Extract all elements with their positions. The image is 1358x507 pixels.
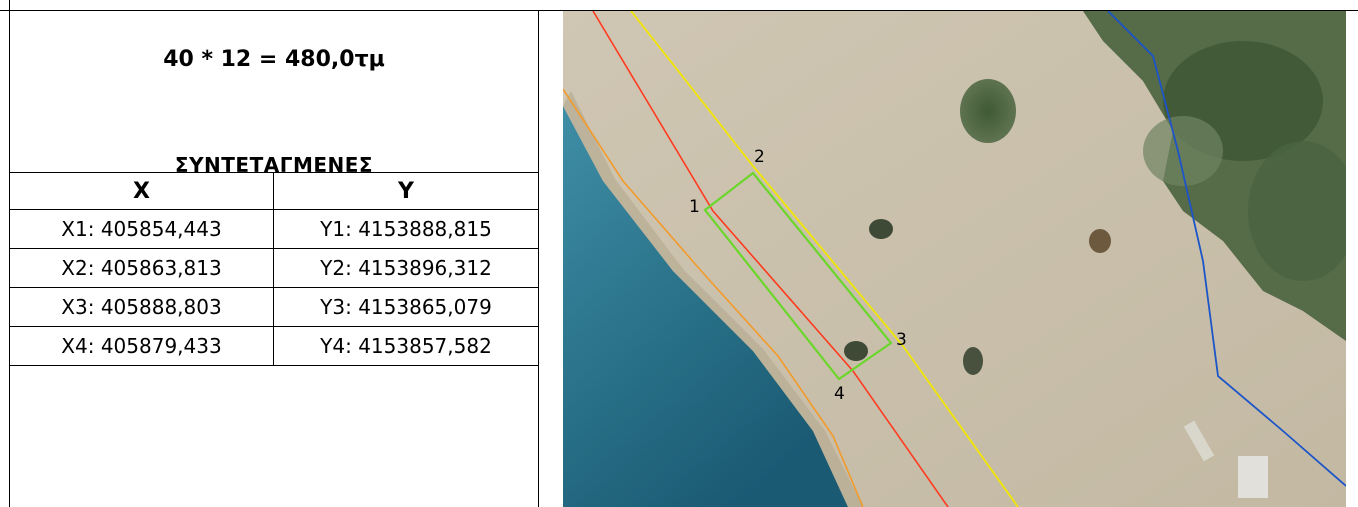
header-x: X (10, 172, 274, 210)
table-row: X1: 405854,443 Y1: 4153888,815 (10, 209, 538, 249)
vertex-label-2: 2 (754, 147, 765, 167)
vertex-label-3: 3 (896, 330, 907, 350)
y-value: Y4: 4153857,582 (273, 326, 538, 366)
vertex-label-4: 4 (834, 384, 845, 404)
vertex-label-1: 1 (689, 197, 700, 217)
structure (1183, 420, 1215, 462)
aerial-map: 1 2 3 4 (563, 11, 1346, 507)
y-value: Y3: 4153865,079 (273, 287, 538, 327)
table-row: X4: 405879,433 Y4: 4153857,582 (10, 326, 538, 366)
tree (869, 219, 893, 239)
shore-strip (563, 91, 863, 507)
red-shoreline (592, 11, 949, 507)
tree (844, 341, 868, 361)
area-label: 40 * 12 = 480,0τμ (163, 47, 385, 72)
y-value: Y2: 4153896,312 (273, 248, 538, 288)
x-value: X4: 405879,433 (10, 326, 274, 366)
tree (960, 79, 1016, 143)
table-row: X2: 405863,813 Y2: 4153896,312 (10, 248, 538, 288)
info-panel: 40 * 12 = 480,0τμ ΣΥΝΤΕΤΑΓΜΕΝΕΣ X Y X1: … (10, 11, 538, 507)
sea-area (563, 106, 848, 507)
blue-boundary-line (1107, 11, 1346, 487)
plot-outline (703, 171, 893, 381)
orange-line (563, 88, 864, 507)
tree (1089, 229, 1111, 253)
frame-left-border (9, 0, 10, 507)
x-value: X2: 405863,813 (10, 248, 274, 288)
vegetation-patch (1248, 141, 1346, 281)
yellow-zone-line (630, 11, 1019, 507)
frame-divider (538, 10, 539, 507)
coordinates-table: X Y X1: 405854,443 Y1: 4153888,815 X2: 4… (10, 172, 538, 366)
x-value: X3: 405888,803 (10, 287, 274, 327)
table-header-row: X Y (10, 172, 538, 210)
map-svg: 1 2 3 4 (563, 11, 1346, 507)
frame-top-border (0, 0, 1358, 11)
header-y: Y (273, 172, 538, 210)
vegetation-patch (1143, 116, 1223, 186)
table-row: X3: 405888,803 Y3: 4153865,079 (10, 287, 538, 327)
x-value: X1: 405854,443 (10, 209, 274, 249)
structure (1238, 456, 1268, 498)
y-value: Y1: 4153888,815 (273, 209, 538, 249)
tree (963, 347, 983, 375)
